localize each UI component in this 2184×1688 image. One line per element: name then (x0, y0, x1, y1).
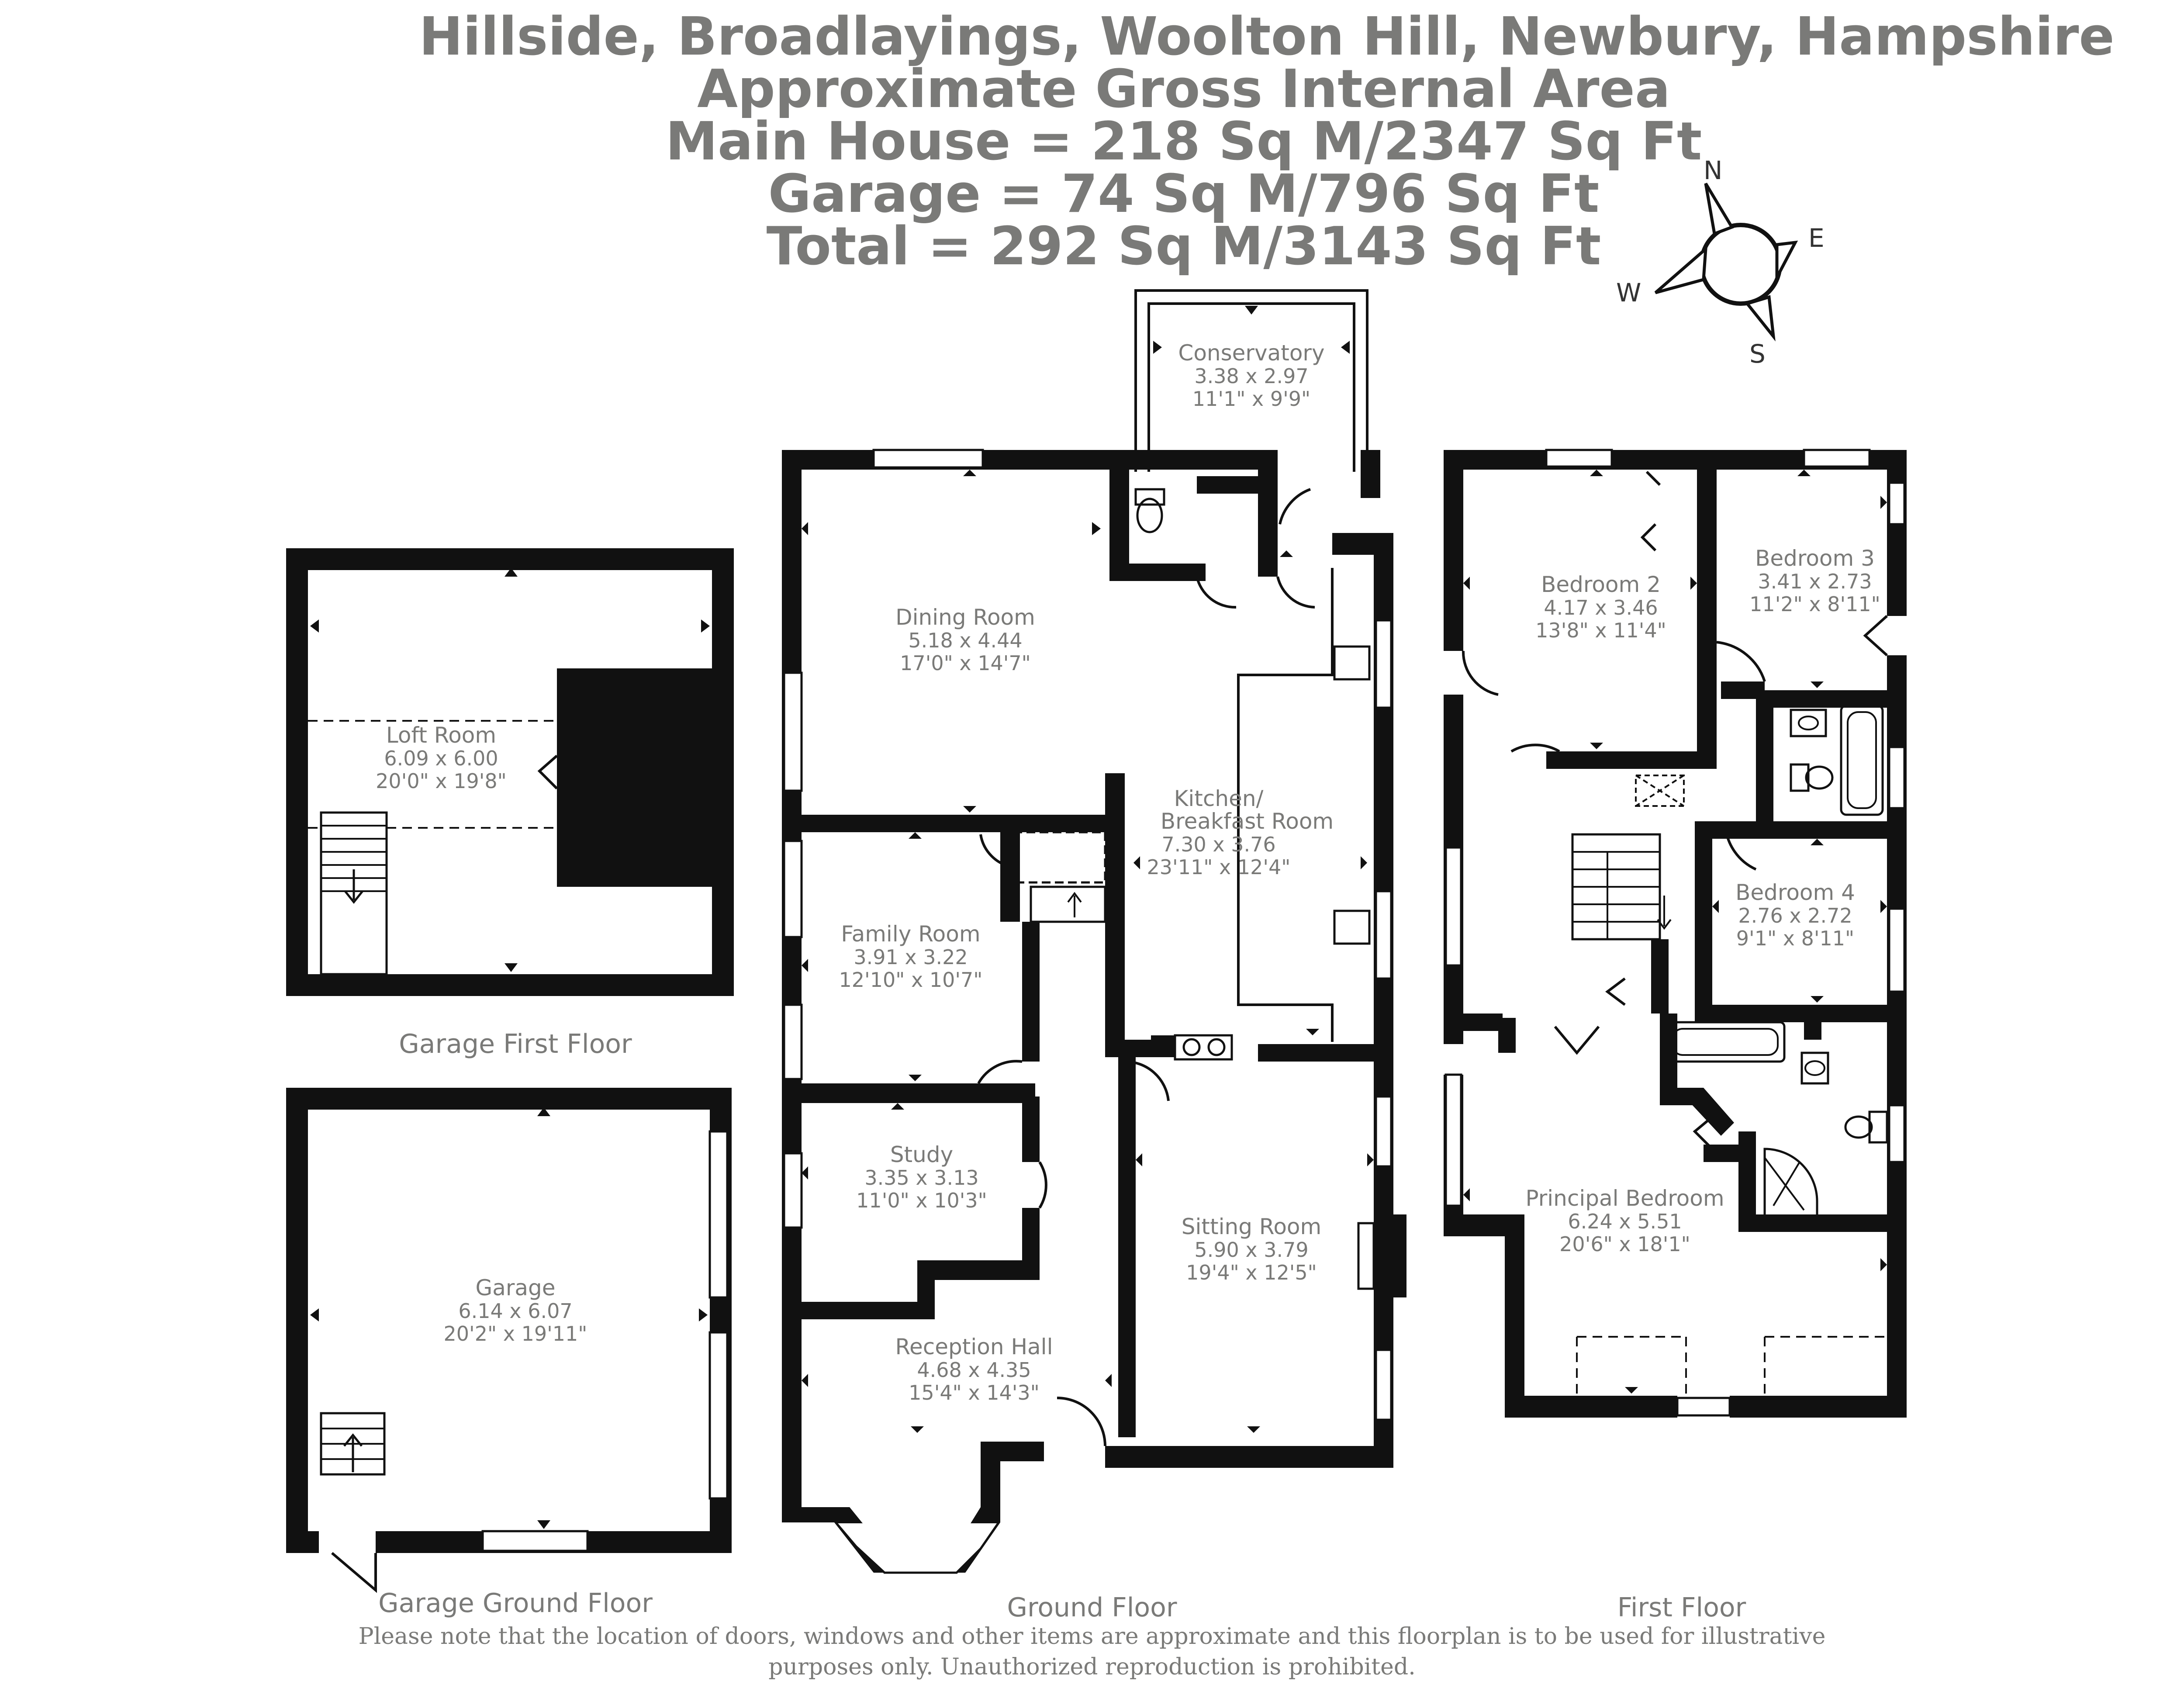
family-room-name: Family Room (841, 921, 980, 947)
principal-bedroom-name: Principal Bedroom (1525, 1186, 1724, 1211)
kitchen-metric: 7.30 x 3.76 (1161, 833, 1275, 856)
first-floor-label: First Floor (1617, 1592, 1746, 1623)
bedroom-3-metric: 3.41 x 2.73 (1758, 570, 1872, 593)
header-main-house: Main House = 218 Sq M/2347 Sq Ft (666, 111, 1702, 172)
reception-hall-name: Reception Hall (895, 1334, 1053, 1359)
ground-floor-plan: Dining Room 5.18 x 4.44 17'0" x 14'7" Co… (782, 289, 1406, 1574)
header-garage: Garage = 74 Sq M/796 Sq Ft (768, 164, 1600, 225)
dining-room-metric: 5.18 x 4.44 (908, 629, 1022, 652)
garage-first-floor-label: Garage First Floor (399, 1029, 632, 1059)
study-name: Study (890, 1142, 953, 1167)
loft-room-imperial: 20'0" x 19'8" (376, 769, 507, 793)
header: Hillside, Broadlayings, Woolton Hill, Ne… (419, 7, 2115, 277)
compass-n-label: N (1704, 156, 1722, 185)
garage-name: Garage (475, 1275, 555, 1301)
study-metric: 3.35 x 3.13 (864, 1166, 978, 1190)
bedroom-3-name: Bedroom 3 (1755, 546, 1875, 571)
compass-e-label: E (1808, 223, 1825, 253)
sitting-room-name: Sitting Room (1182, 1214, 1321, 1239)
bedroom-2-imperial: 13'8" x 11'4" (1535, 619, 1666, 642)
ground-floor-label: Ground Floor (1007, 1592, 1177, 1623)
principal-bedroom-metric: 6.24 x 5.51 (1568, 1210, 1682, 1233)
disclaimer-line-1: Please note that the location of doors, … (359, 1623, 1826, 1650)
loft-room-metric: 6.09 x 6.00 (384, 747, 498, 770)
sitting-room-metric: 5.90 x 3.79 (1194, 1238, 1308, 1262)
garage-ground-floor-label: Garage Ground Floor (378, 1588, 653, 1619)
compass-w-label: W (1616, 278, 1641, 308)
kitchen-name-line1: Kitchen/ (1174, 786, 1264, 811)
conservatory-imperial: 11'1" x 9'9" (1192, 387, 1310, 411)
bedroom-2-name: Bedroom 2 (1541, 572, 1661, 597)
family-room-metric: 3.91 x 3.22 (854, 945, 968, 969)
disclaimer-line-2: purposes only. Unauthorized reproduction… (768, 1654, 1416, 1680)
garage-metric: 6.14 x 6.07 (458, 1299, 572, 1323)
bedroom-4-imperial: 9'1" x 8'11" (1736, 927, 1854, 950)
header-total: Total = 292 Sq M/3143 Sq Ft (767, 216, 1601, 277)
garage-imperial: 20'2" x 19'11" (444, 1322, 587, 1346)
first-floor-plan: Bedroom 2 4.17 x 3.46 13'8" x 11'4" Bedr… (1444, 449, 1907, 1418)
loft-room-name: Loft Room (386, 723, 496, 748)
conservatory-metric: 3.38 x 2.97 (1194, 364, 1308, 388)
compass-icon: N E S W (1616, 156, 1825, 369)
reception-hall-metric: 4.68 x 4.35 (917, 1358, 1031, 1382)
study-imperial: 11'0" x 10'3" (856, 1189, 987, 1212)
garage-first-floor-plan: Loft Room 6.09 x 6.00 20'0" x 19'8" (286, 548, 734, 996)
family-room-imperial: 12'10" x 10'7" (839, 968, 983, 992)
principal-bedroom-imperial: 20'6" x 18'1" (1559, 1232, 1690, 1256)
garage-ground-floor-plan: Garage 6.14 x 6.07 20'2" x 19'11" (286, 1088, 732, 1593)
sitting-room-imperial: 19'4" x 12'5" (1186, 1261, 1317, 1284)
dining-room-name: Dining Room (895, 605, 1035, 630)
kitchen-imperial: 23'11" x 12'4" (1147, 855, 1291, 879)
bedroom-3-imperial: 11'2" x 8'11" (1749, 592, 1880, 616)
conservatory-name: Conservatory (1178, 340, 1324, 366)
reception-hall-imperial: 15'4" x 14'3" (909, 1381, 1040, 1404)
dining-room-imperial: 17'0" x 14'7" (900, 651, 1031, 675)
header-area-heading: Approximate Gross Internal Area (697, 59, 1670, 120)
bedroom-4-metric: 2.76 x 2.72 (1738, 904, 1852, 927)
bedroom-2-metric: 4.17 x 3.46 (1544, 596, 1658, 619)
header-address: Hillside, Broadlayings, Woolton Hill, Ne… (419, 7, 2115, 67)
kitchen-name-line2: Breakfast Room (1161, 809, 1334, 834)
bedroom-4-name: Bedroom 4 (1735, 880, 1855, 905)
compass-s-label: S (1749, 339, 1766, 369)
